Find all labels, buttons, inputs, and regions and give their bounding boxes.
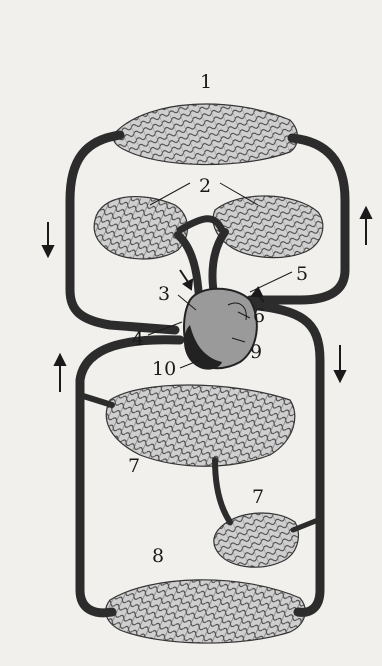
lung-capillary-network-right — [213, 196, 323, 258]
label-7-digestive: 7 — [128, 455, 140, 477]
heart — [184, 289, 257, 370]
label-2: 2 — [199, 175, 211, 197]
label-3: 3 — [158, 283, 170, 305]
arrow-up-right — [361, 208, 371, 245]
lung-capillary-network-left — [94, 197, 187, 259]
label-4: 4 — [132, 328, 144, 350]
arrow-heart-in — [180, 270, 192, 289]
arrow-up-left — [55, 355, 65, 392]
label-6: 6 — [253, 305, 265, 327]
label-10: 10 — [152, 358, 176, 380]
upper-body-capillary-network — [113, 104, 297, 165]
label-9: 9 — [250, 341, 262, 363]
label-1: 1 — [200, 71, 212, 93]
lower-body-capillary-network — [106, 580, 306, 643]
label-7-liver: 7 — [252, 486, 264, 508]
label-8: 8 — [152, 545, 164, 567]
arrow-down-left — [43, 222, 53, 256]
arrow-down-right — [335, 345, 345, 381]
label-5: 5 — [296, 263, 308, 285]
